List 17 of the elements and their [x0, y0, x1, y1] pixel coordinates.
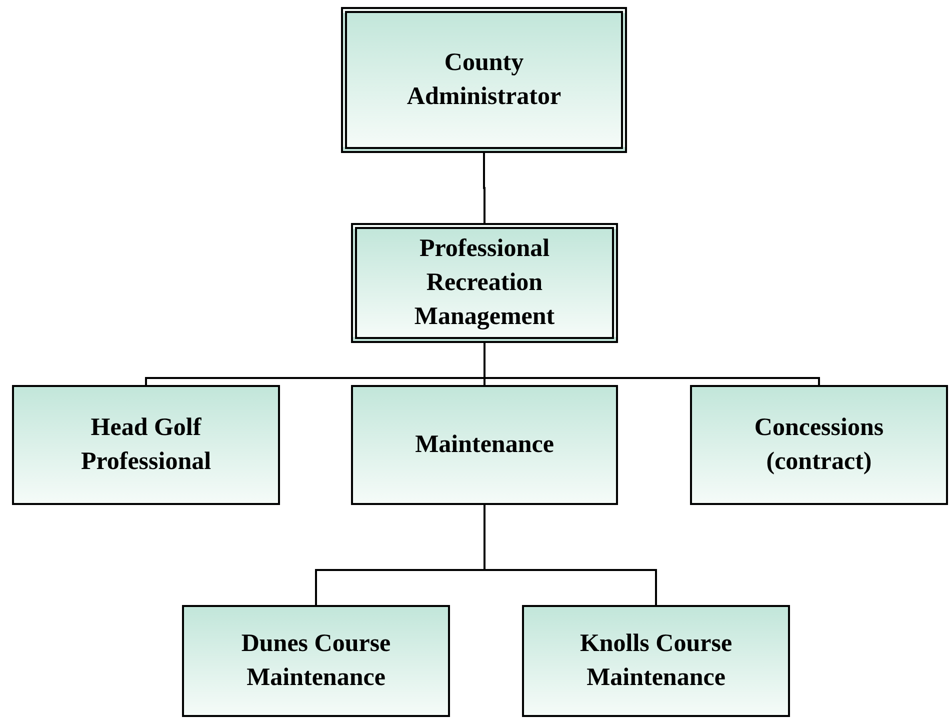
connector-line	[484, 343, 820, 385]
org-box	[522, 605, 790, 717]
org-box	[182, 605, 450, 717]
box-label: Dunes Course Maintenance	[240, 629, 392, 693]
org-box	[351, 385, 618, 505]
org-box	[341, 7, 627, 153]
box-label: Professional Recreation Management	[413, 234, 556, 332]
org-box	[12, 385, 280, 505]
org-box	[690, 385, 948, 505]
box-label: Concessions (contract)	[753, 413, 885, 477]
org-box	[351, 223, 618, 343]
box-label: Head Golf Professional	[80, 413, 212, 477]
box-label: County Administrator	[406, 48, 562, 112]
box-label: Knolls Course Maintenance	[578, 629, 734, 693]
connector-line	[483, 153, 486, 223]
connector-line	[484, 505, 657, 605]
box-label: Maintenance	[414, 430, 555, 460]
